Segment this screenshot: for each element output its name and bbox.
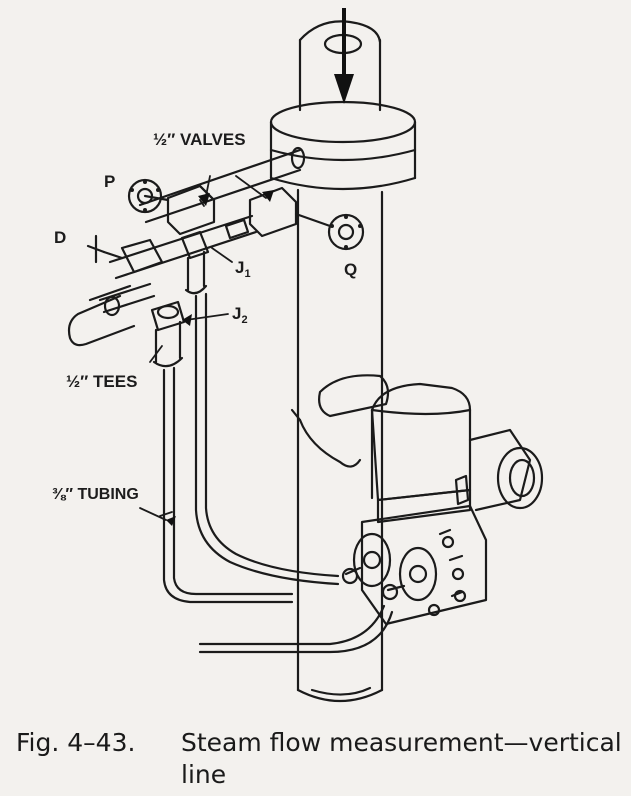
- pipe-clamp: [290, 374, 390, 468]
- tubing-label: ⅜″ TUBING: [52, 486, 139, 503]
- j1-letter: J: [235, 258, 245, 277]
- valves-label: ½″ VALVES: [153, 130, 246, 149]
- dp-cell: [341, 504, 488, 626]
- label-d: D: [54, 228, 67, 247]
- flow-arrow: [334, 8, 354, 104]
- pipe-flange: [269, 100, 417, 191]
- figure-caption: Fig. 4–43. Steam flow measurement—vertica…: [16, 727, 626, 791]
- label-p: P: [104, 172, 116, 191]
- transmitter-housing: [370, 382, 544, 524]
- tees-label: ½″ TEES: [66, 372, 138, 391]
- j1-subscript: 1: [244, 268, 251, 280]
- steam-flow-diagram: [67, 8, 544, 703]
- main-vertical-pipe: [296, 188, 384, 703]
- arrowheads: [166, 190, 274, 526]
- valve-manifold: [86, 146, 365, 295]
- j2-subscript: 2: [241, 314, 248, 326]
- valve-handle-details: [130, 180, 362, 249]
- label-pointers: [139, 175, 267, 521]
- tubing-lines: [162, 292, 394, 654]
- caption-line-1: Fig. 4–43. Steam flow measurement—vertica…: [16, 727, 626, 759]
- upper-pipe: [298, 20, 382, 112]
- label-j2: J2: [232, 304, 248, 326]
- j2-letter: J: [232, 304, 242, 323]
- label-q: Q: [344, 260, 358, 279]
- tubing-loop: [67, 282, 186, 368]
- caption-text-2: line: [181, 760, 227, 789]
- figure-number: Fig. 4–43.: [16, 728, 136, 757]
- label-j1: J1: [235, 258, 251, 280]
- caption-text-1: Steam flow measurement—vertical: [181, 728, 622, 757]
